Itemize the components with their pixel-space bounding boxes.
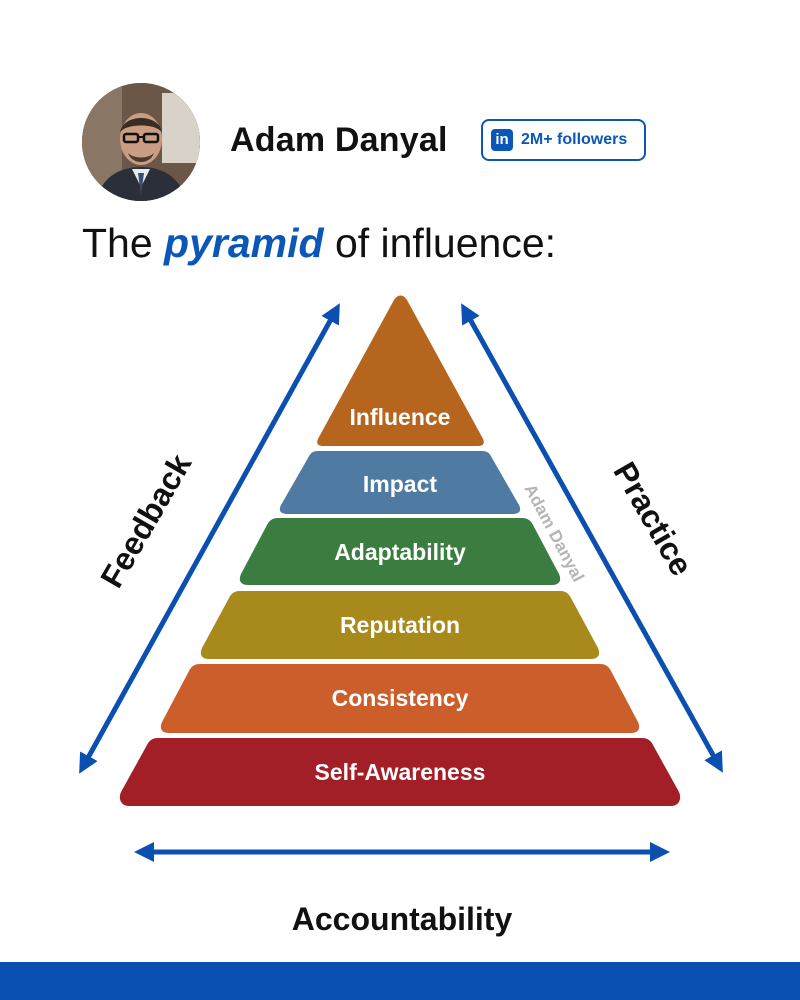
pyramid-level-influence (317, 295, 484, 446)
title-accent: pyramid (164, 220, 324, 266)
title-after: of influence: (323, 220, 557, 266)
level-label-adaptability: Adaptability (334, 539, 466, 565)
followers-count: 2M+ followers (521, 131, 628, 148)
page-title: The pyramid of influence: (82, 220, 556, 267)
level-label-influence: Influence (350, 404, 451, 430)
practice-arrow (461, 303, 723, 773)
author-name: Adam Danyal (230, 121, 448, 159)
practice-label: Practice (606, 456, 699, 582)
accountability-label: Accountability (292, 901, 513, 937)
level-label-reputation: Reputation (340, 612, 460, 638)
level-label-self-awareness: Self-Awareness (315, 759, 486, 785)
level-label-consistency: Consistency (332, 685, 469, 711)
author-header: Adam Danyal in 2M+ followers (82, 83, 722, 203)
level-label-impact: Impact (363, 471, 437, 497)
title-before: The (82, 220, 165, 266)
feedback-arrow (79, 303, 340, 774)
linkedin-icon: in (491, 129, 513, 151)
feedback-label: Feedback (93, 448, 198, 594)
followers-badge[interactable]: in 2M+ followers (481, 119, 646, 161)
pyramid-level-impact (279, 451, 521, 514)
bottom-bar (0, 962, 800, 1000)
